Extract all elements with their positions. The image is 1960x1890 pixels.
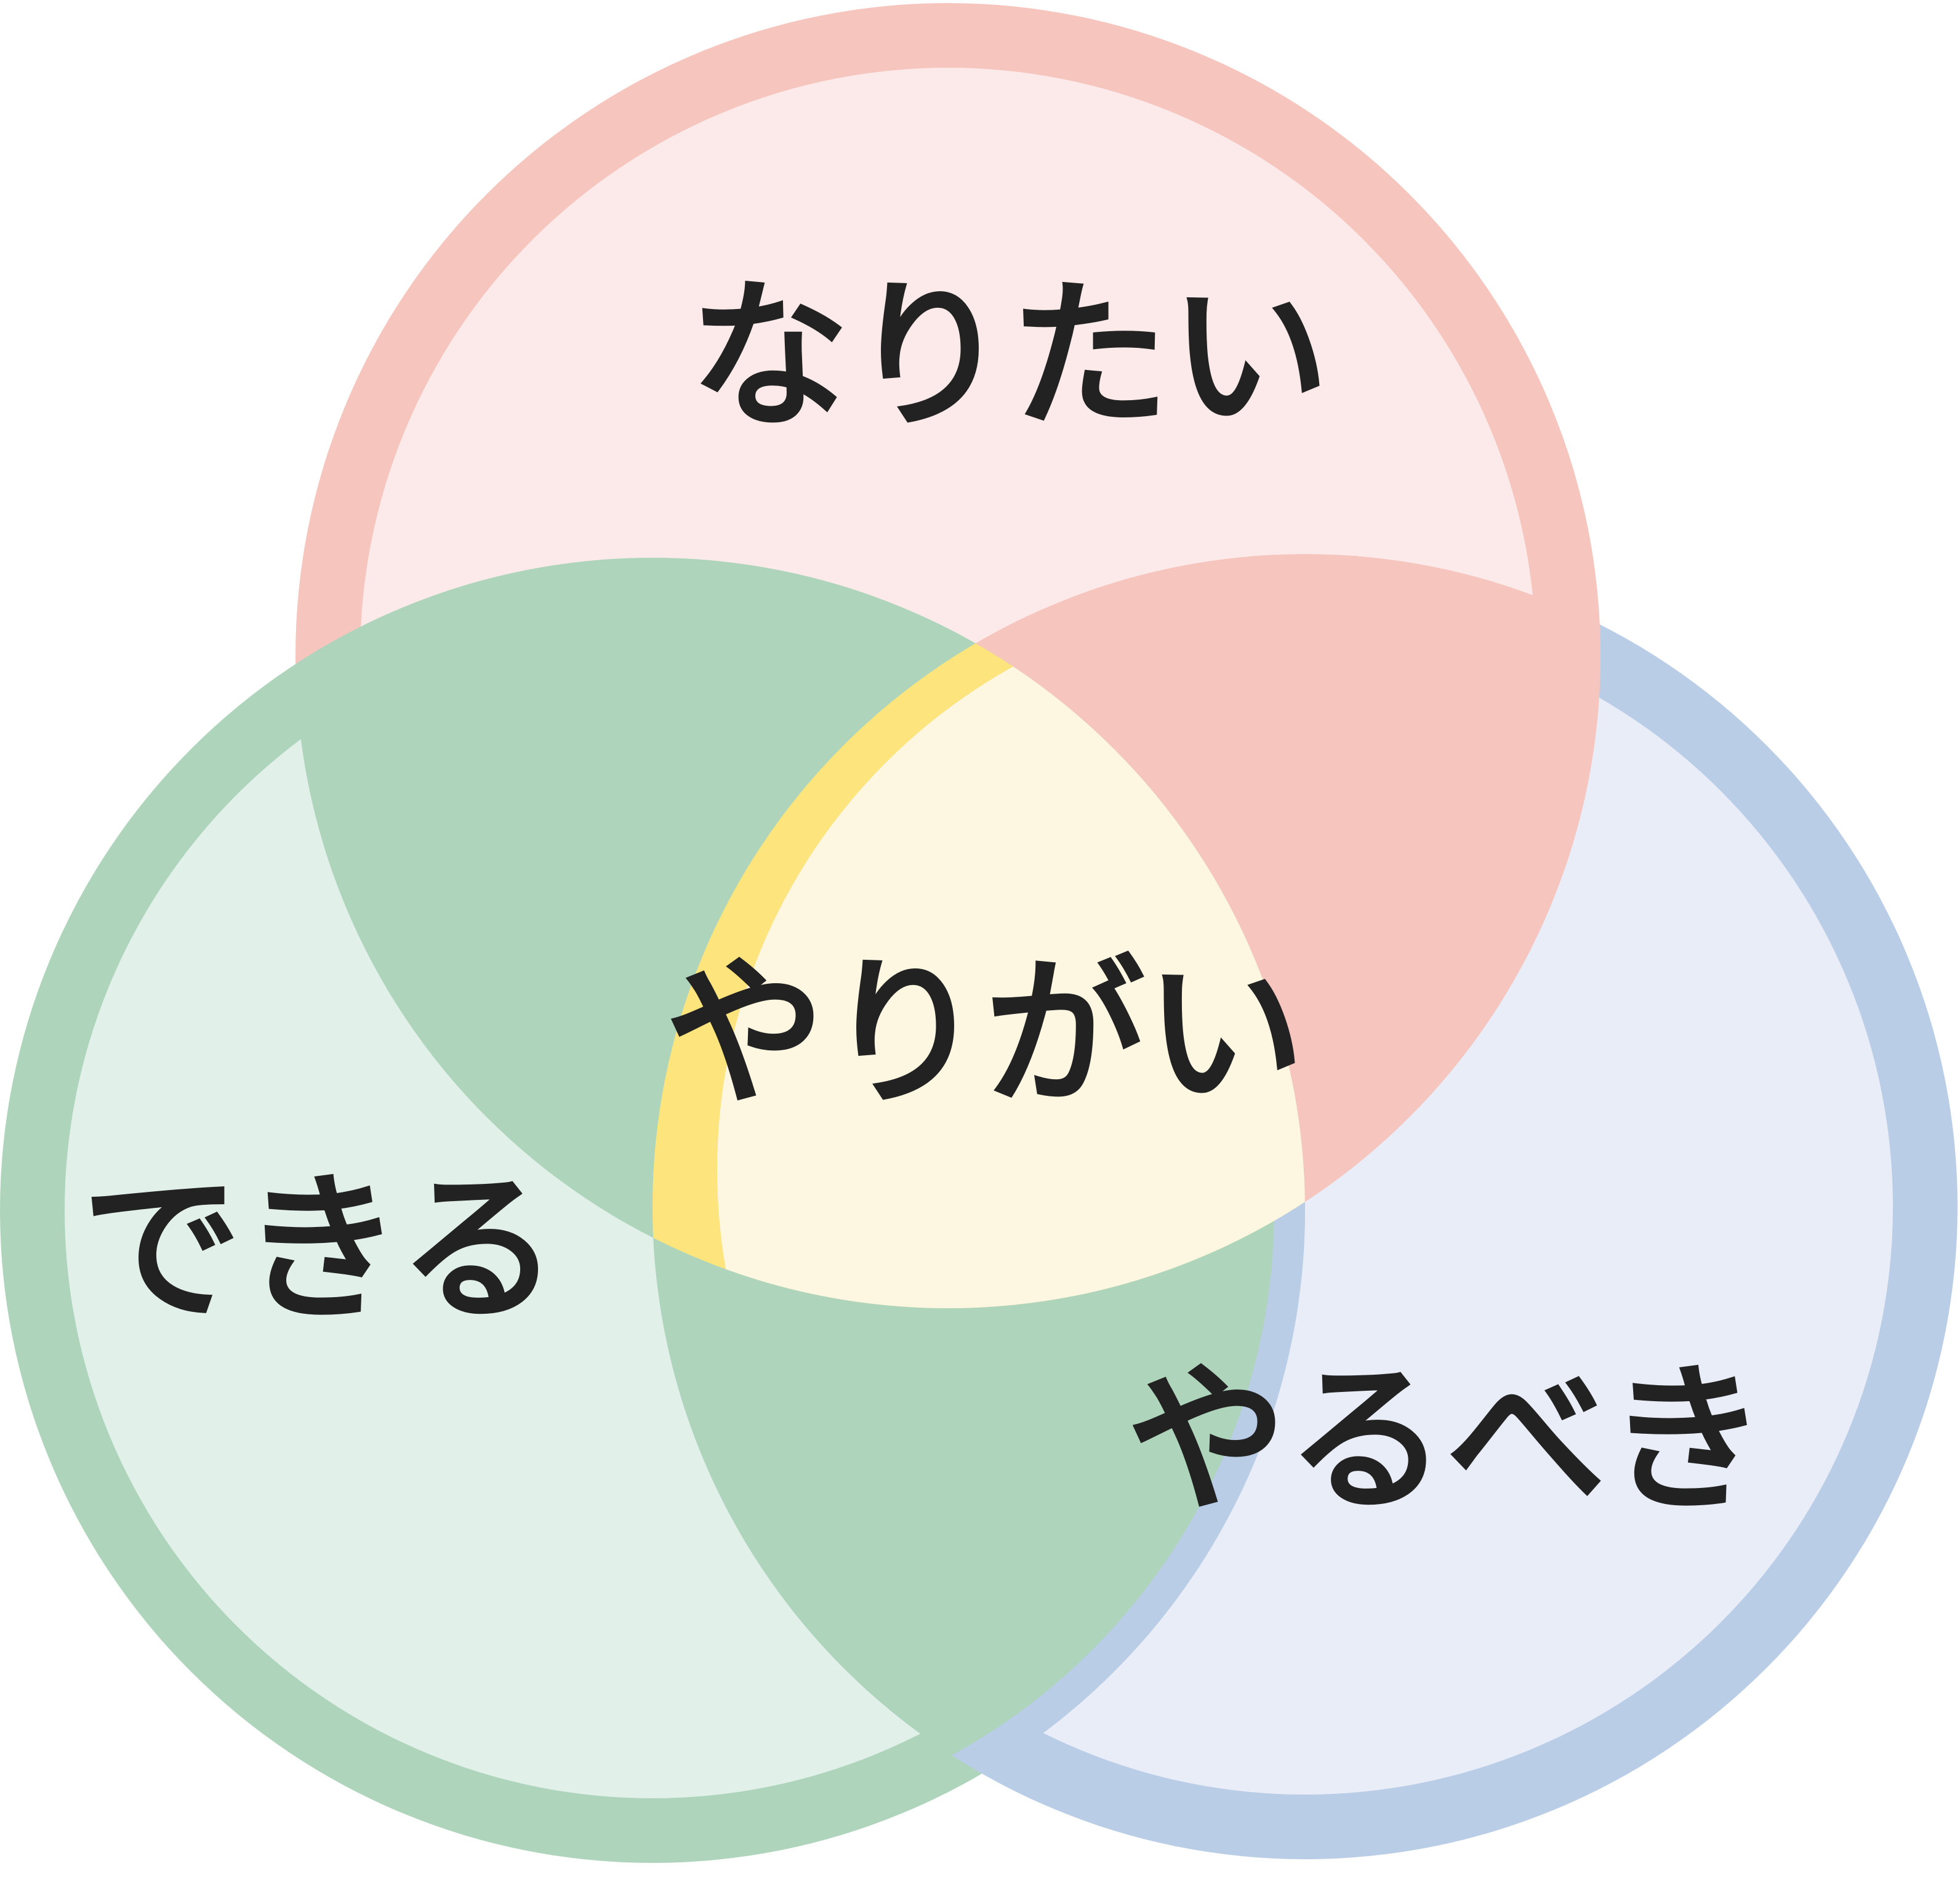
label-left: できる <box>82 1157 559 1343</box>
label-right: やるべき <box>1127 1348 1767 1534</box>
label-top: なりたい <box>689 264 1330 450</box>
label-center: やりがい <box>665 941 1305 1127</box>
venn-center-fill <box>717 594 1305 1308</box>
venn-center-region <box>653 558 1305 1308</box>
